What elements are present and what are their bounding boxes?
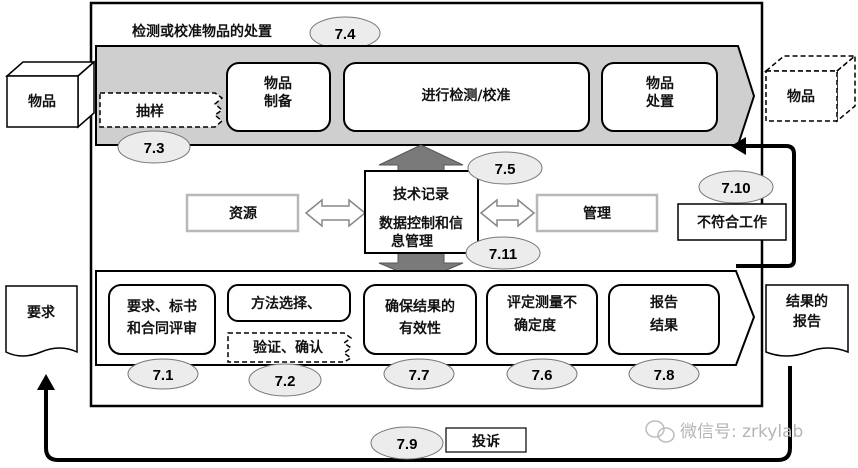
clause-oval-7-1: 7.1 <box>127 358 199 390</box>
uncertainty-box: 评定测量不 确定度 <box>486 284 598 355</box>
management-double-arrow <box>479 198 536 228</box>
requirements-review-box: 要求、标书 和合同评审 <box>108 284 216 355</box>
clause-oval-7-10: 7.10 <box>698 170 774 204</box>
clause-label: 7.5 <box>495 161 516 178</box>
wechat-icon <box>645 420 675 443</box>
result-validity-box: 确保结果的 有效性 <box>363 284 477 355</box>
result-report-line1: 结果的 <box>786 293 828 310</box>
sampling-label: 抽样 <box>136 103 164 120</box>
clause-oval-7-8: 7.8 <box>628 358 700 390</box>
clause-label: 7.8 <box>654 367 675 384</box>
requirements-document: 要求 <box>5 285 78 357</box>
sampling-box: 抽样 <box>99 92 224 128</box>
item-right-label: 物品 <box>787 88 815 105</box>
verify-label: 验证、确认 <box>253 339 324 356</box>
diagram-title: 检测或校准物品的处置 <box>132 23 272 40</box>
prep-line1: 物品 <box>264 75 292 92</box>
report-results-box: 报告 结果 <box>608 284 720 355</box>
result-report-line2: 报告 <box>793 313 821 330</box>
validity-line1: 确保结果的 <box>385 298 455 315</box>
management-label: 管理 <box>583 205 611 222</box>
resources-label: 资源 <box>229 205 257 222</box>
complaint-arrow-head <box>37 374 55 390</box>
clause-label: 7.6 <box>532 367 553 384</box>
watermark-text: 微信号: zrkylab <box>680 422 803 442</box>
clause-label: 7.9 <box>397 436 418 453</box>
clause-label: 7.10 <box>721 180 750 197</box>
item-disposal-box: 物品 处置 <box>601 62 718 132</box>
clause-label: 7.7 <box>409 367 430 384</box>
item-left-label: 物品 <box>28 93 56 110</box>
clause-oval-7-2: 7.2 <box>248 363 322 397</box>
testing-label: 进行检测/校准 <box>421 87 510 104</box>
nonconforming-loop-arrow <box>736 144 796 268</box>
disposal-line1: 物品 <box>646 75 674 92</box>
verification-box: 验证、确认 <box>227 332 353 363</box>
loop-arrow-head <box>731 137 746 155</box>
report-line1: 报告 <box>650 294 678 311</box>
clause-label: 7.2 <box>275 373 296 390</box>
tech-record-label: 技术记录 <box>393 186 449 203</box>
technical-record-box: 技术记录 数据控制和信 息管理 <box>364 170 479 254</box>
clause-oval-7-9: 7.9 <box>370 426 444 460</box>
clause-label: 7.4 <box>335 26 357 43</box>
prep-line2: 制备 <box>264 93 293 110</box>
wechat-watermark: 微信号: zrkylab <box>645 420 803 443</box>
item-box-right: 物品 <box>763 54 858 123</box>
clause-oval-7-11: 7.11 <box>465 236 541 270</box>
nonconforming-label: 不符合工作 <box>697 214 767 231</box>
complaint-label: 投诉 <box>472 433 500 450</box>
clause-oval-7-4: 7.4 <box>309 16 381 50</box>
nonconforming-work-box: 不符合工作 <box>677 203 787 241</box>
testing-box: 进行检测/校准 <box>343 62 590 132</box>
data-control-line2: 息管理 <box>391 233 433 250</box>
review-line2: 和合同评审 <box>127 320 197 337</box>
uncertainty-line2: 确定度 <box>514 317 557 334</box>
method-selection-box: 方法选择、 <box>227 284 351 322</box>
resources-box: 资源 <box>185 193 300 233</box>
validity-line2: 有效性 <box>399 320 441 337</box>
complaint-loop-arrow <box>44 366 792 462</box>
result-report-document: 结果的 报告 <box>765 284 849 357</box>
requirements-label: 要求 <box>27 304 56 321</box>
uncertainty-line1: 评定测量不 <box>507 294 577 311</box>
clause-oval-7-7: 7.7 <box>383 358 455 390</box>
item-preparation-box: 物品 制备 <box>226 62 331 132</box>
clause-oval-7-5: 7.5 <box>467 151 543 185</box>
clause-label: 7.1 <box>153 367 174 384</box>
clause-label: 7.3 <box>144 140 165 157</box>
report-line2: 结果 <box>650 317 679 334</box>
clause-oval-7-6: 7.6 <box>506 358 578 390</box>
item-box-left: 物品 <box>5 60 96 129</box>
clause-oval-7-3: 7.3 <box>117 130 191 164</box>
data-control-line1: 数据控制和信 <box>379 215 463 232</box>
management-box: 管理 <box>535 193 659 233</box>
method-select-label: 方法选择、 <box>251 295 321 312</box>
clause-label: 7.11 <box>489 246 517 263</box>
review-line1: 要求、标书 <box>127 298 197 315</box>
complaint-box: 投诉 <box>445 427 527 453</box>
disposal-line2: 处置 <box>645 93 674 110</box>
